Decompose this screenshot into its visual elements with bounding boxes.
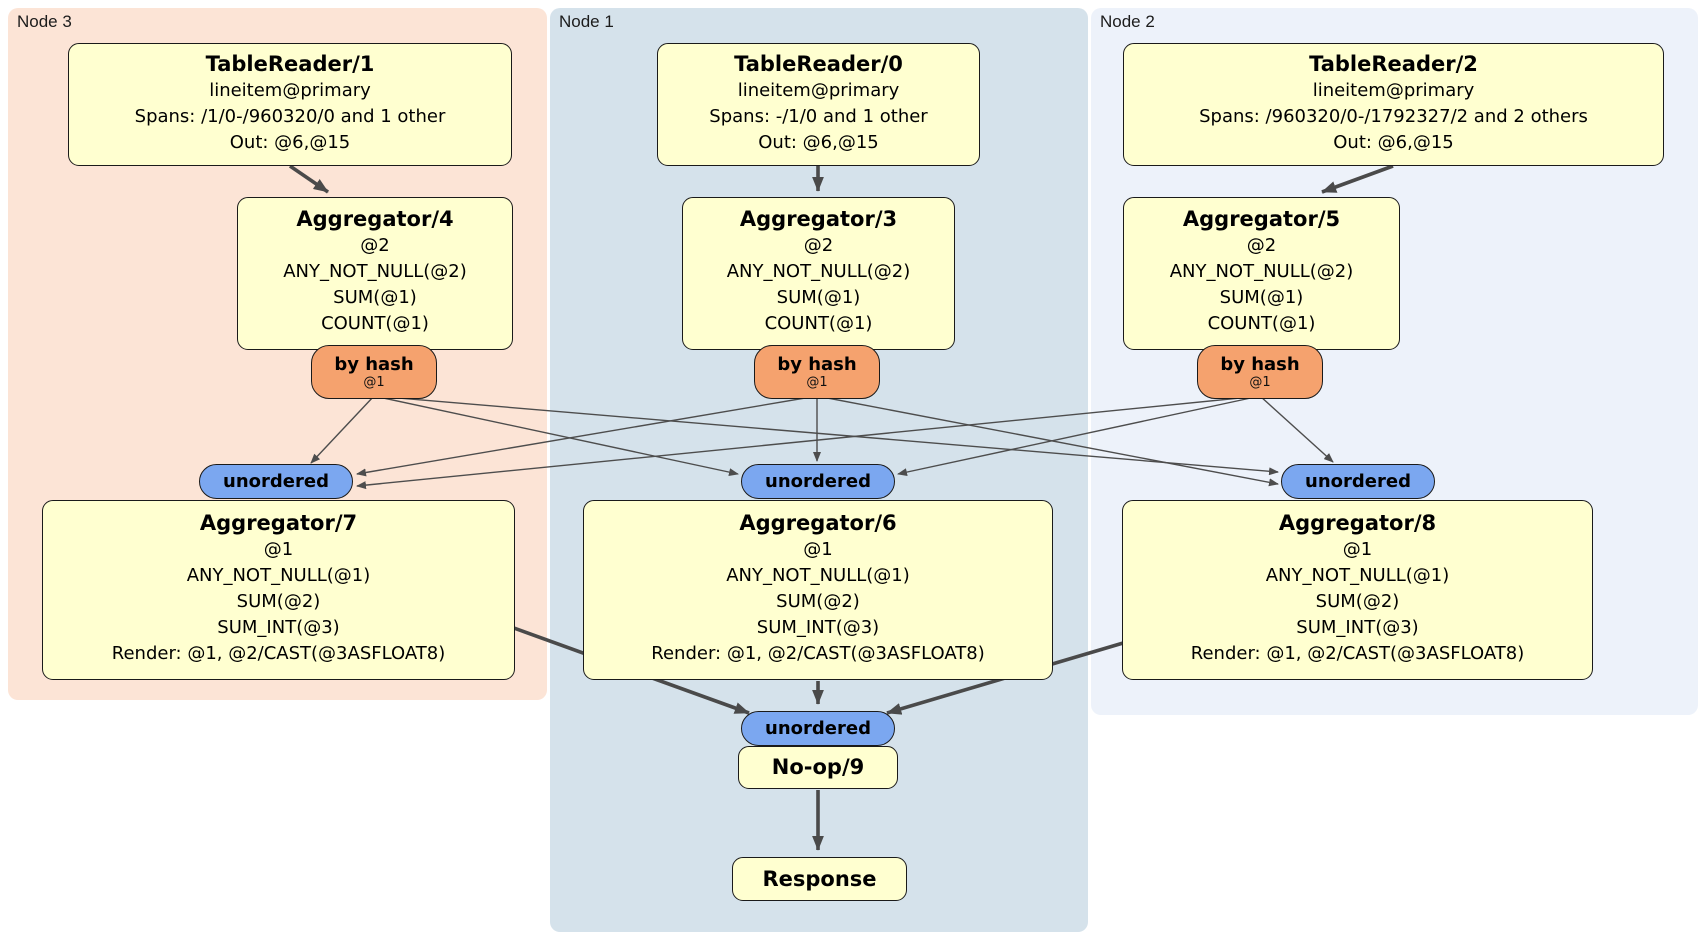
sync-label: unordered	[765, 718, 871, 739]
processor-aggregator-4: Aggregator/4 @2 ANY_NOT_NULL(@2) SUM(@1)…	[237, 197, 513, 350]
processor-detail: ANY_NOT_NULL(@1)	[726, 565, 910, 586]
processor-detail: SUM(@2)	[776, 591, 860, 612]
router-key: @1	[1249, 374, 1271, 390]
processor-detail: SUM(@2)	[1315, 591, 1400, 612]
processor-title: Response	[762, 866, 877, 891]
processor-detail: @1	[1342, 539, 1373, 560]
processor-aggregator-7: Aggregator/7 @1 ANY_NOT_NULL(@1) SUM(@2)…	[42, 500, 515, 680]
processor-detail: ANY_NOT_NULL(@2)	[283, 261, 467, 282]
sync-unordered-7: unordered	[199, 464, 353, 499]
processor-detail: @1	[263, 539, 294, 560]
processor-detail: SUM_INT(@3)	[217, 617, 340, 638]
processor-detail: Render: @1, @2/CAST(@3ASFLOAT8)	[1190, 643, 1525, 664]
processor-aggregator-5: Aggregator/5 @2 ANY_NOT_NULL(@2) SUM(@1)…	[1123, 197, 1400, 350]
sync-unordered-final: unordered	[741, 711, 895, 746]
processor-detail: SUM(@2)	[236, 591, 321, 612]
sync-label: unordered	[765, 471, 871, 492]
processor-tablereader-0: TableReader/0 lineitem@primary Spans: -/…	[657, 43, 980, 166]
processor-title: TableReader/2	[1309, 52, 1478, 76]
processor-detail: Out: @6,@15	[758, 132, 879, 153]
node-3-label: Node 3	[17, 12, 72, 31]
processor-tablereader-2: TableReader/2 lineitem@primary Spans: /9…	[1123, 43, 1664, 166]
processor-title: Aggregator/3	[739, 207, 898, 231]
processor-detail: @2	[360, 235, 390, 256]
processor-detail: ANY_NOT_NULL(@2)	[726, 261, 911, 282]
processor-detail: Render: @1, @2/CAST(@3ASFLOAT8)	[651, 643, 985, 664]
router-label: by hash	[334, 353, 414, 375]
processor-detail: lineitem@primary	[209, 80, 371, 101]
router-by-hash-4: by hash @1	[311, 345, 437, 399]
processor-detail: SUM(@1)	[776, 287, 861, 308]
router-label: by hash	[777, 353, 857, 375]
processor-title: Aggregator/6	[739, 511, 897, 535]
processor-detail: Out: @6,@15	[1333, 132, 1454, 153]
router-key: @1	[363, 374, 385, 390]
sync-unordered-8: unordered	[1281, 464, 1435, 499]
processor-title: Aggregator/4	[296, 207, 454, 231]
processor-detail: COUNT(@1)	[321, 313, 429, 334]
processor-detail: lineitem@primary	[737, 80, 900, 101]
sync-label: unordered	[1305, 471, 1411, 492]
node-2-label: Node 2	[1100, 12, 1155, 31]
processor-detail: @2	[1246, 235, 1277, 256]
processor-detail: @2	[803, 235, 834, 256]
processor-detail: SUM(@1)	[1219, 287, 1304, 308]
processor-aggregator-6: Aggregator/6 @1 ANY_NOT_NULL(@1) SUM(@2)…	[583, 500, 1053, 680]
processor-detail: lineitem@primary	[1312, 80, 1475, 101]
processor-detail: SUM_INT(@3)	[1296, 617, 1419, 638]
router-key: @1	[806, 374, 828, 390]
processor-noop-9: No-op/9	[738, 746, 898, 789]
router-by-hash-3: by hash @1	[754, 345, 880, 399]
processor-title: TableReader/0	[734, 52, 903, 76]
node-1-label: Node 1	[559, 12, 614, 31]
processor-detail: Render: @1, @2/CAST(@3ASFLOAT8)	[111, 643, 446, 664]
processor-title: Aggregator/7	[199, 511, 358, 535]
processor-tablereader-1: TableReader/1 lineitem@primary Spans: /1…	[68, 43, 512, 166]
processor-detail: COUNT(@1)	[1207, 313, 1316, 334]
sync-unordered-6: unordered	[741, 464, 895, 499]
router-label: by hash	[1220, 353, 1300, 375]
processor-detail: SUM_INT(@3)	[756, 617, 880, 638]
processor-aggregator-3: Aggregator/3 @2 ANY_NOT_NULL(@2) SUM(@1)…	[682, 197, 955, 350]
processor-title: Aggregator/8	[1278, 511, 1437, 535]
processor-title: Aggregator/5	[1182, 207, 1341, 231]
processor-detail: Spans: -/1/0 and 1 other	[709, 106, 928, 127]
processor-aggregator-8: Aggregator/8 @1 ANY_NOT_NULL(@1) SUM(@2)…	[1122, 500, 1593, 680]
processor-detail: SUM(@1)	[333, 287, 417, 308]
router-by-hash-5: by hash @1	[1197, 345, 1323, 399]
processor-detail: COUNT(@1)	[764, 313, 873, 334]
processor-detail: ANY_NOT_NULL(@1)	[1265, 565, 1450, 586]
processor-detail: ANY_NOT_NULL(@1)	[186, 565, 371, 586]
sync-label: unordered	[223, 471, 329, 492]
processor-detail: ANY_NOT_NULL(@2)	[1169, 261, 1354, 282]
processor-response: Response	[732, 857, 907, 901]
processor-title: No-op/9	[771, 755, 865, 779]
processor-detail: Spans: /960320/0-/1792327/2 and 2 others	[1199, 106, 1588, 127]
processor-detail: @1	[803, 539, 833, 560]
processor-detail: Out: @6,@15	[229, 132, 351, 153]
processor-title: TableReader/1	[205, 52, 375, 76]
processor-detail: Spans: /1/0-/960320/0 and 1 other	[134, 106, 446, 127]
